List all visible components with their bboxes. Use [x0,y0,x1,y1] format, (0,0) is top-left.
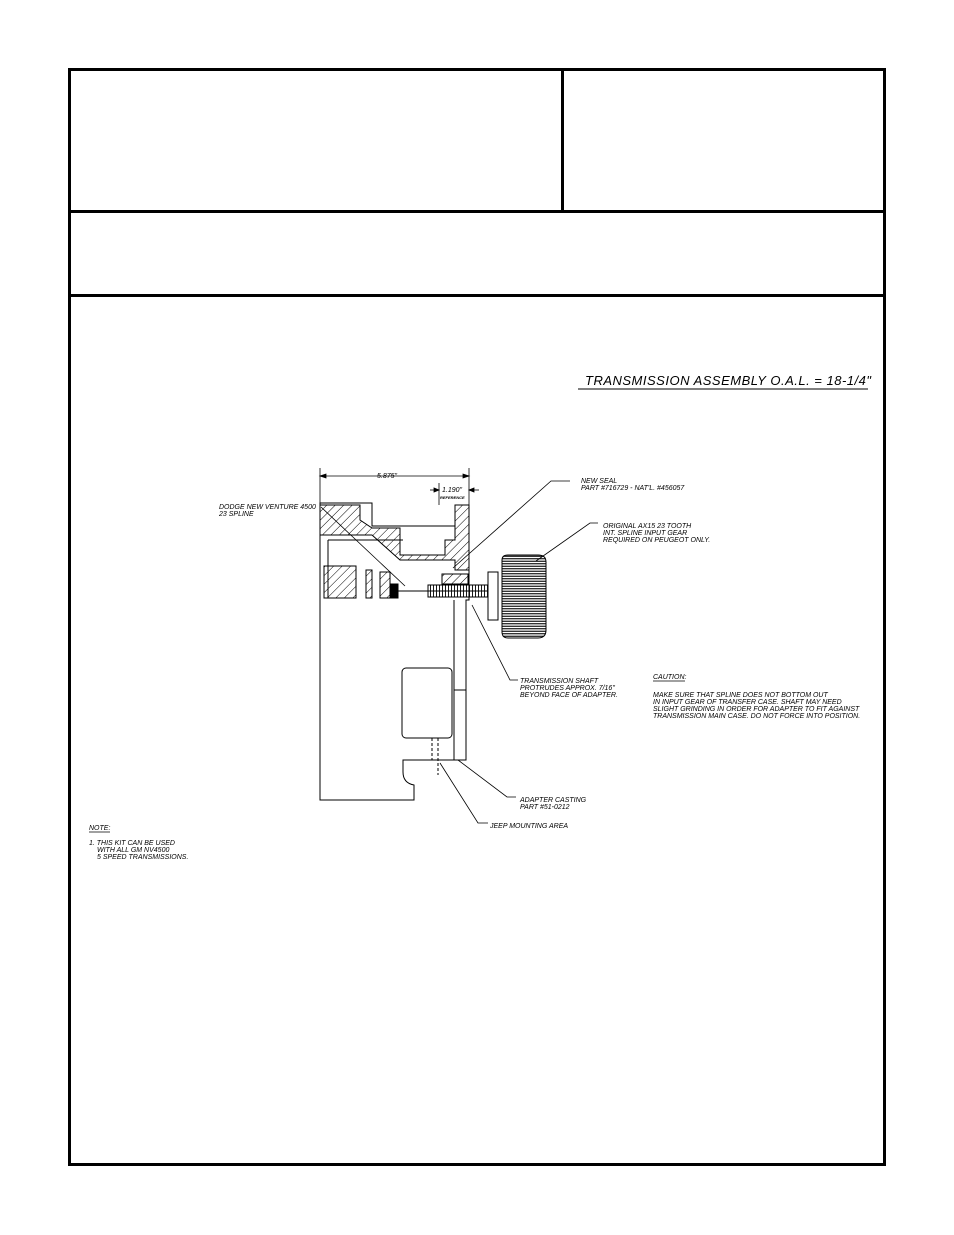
svg-text:CAUTION:: CAUTION: [653,674,687,681]
callout-transmission-shaft: TRANSMISSION SHAFT PROTRUDES APPROX. 7/1… [520,678,618,699]
section-hatching [319,504,470,599]
transmission-shaft [389,571,499,621]
dimension-reference-label: REFERENCE [440,495,465,500]
svg-text:INT. SPLINE INPUT GEAR: INT. SPLINE INPUT GEAR [603,530,687,537]
svg-text:23 SPLINE: 23 SPLINE [218,511,254,518]
svg-text:BEYOND FACE OF ADAPTER.: BEYOND FACE OF ADAPTER. [520,692,618,699]
overall-length-label: TRANSMISSION ASSEMBLY O.A.L. = 18-1/4" [585,373,872,388]
svg-text:1. THIS KIT CAN BE USED: 1. THIS KIT CAN BE USED [89,840,175,847]
svg-text:ORIGINAL AX15 23 TOOTH: ORIGINAL AX15 23 TOOTH [603,523,692,530]
svg-text:WITH ALL GM NV4500: WITH ALL GM NV4500 [97,847,169,854]
input-gear [501,554,547,639]
svg-text:PART #716729 - NAT'L. #45605: PART #716729 - NAT'L. #456057 [581,485,685,492]
svg-text:TRANSMISSION SHAFT: TRANSMISSION SHAFT [520,678,599,685]
svg-text:NOTE:: NOTE: [89,825,110,832]
svg-text:DODGE NEW VENTURE 4500: DODGE NEW VENTURE 4500 [219,504,316,511]
svg-text:REQUIRED ON PEUGEOT ONLY.: REQUIRED ON PEUGEOT ONLY. [603,537,710,544]
title-block-left [68,68,564,213]
svg-text:ADAPTER CASTING: ADAPTER CASTING [519,797,587,804]
svg-text:5 SPEED TRANSMISSIONS.: 5 SPEED TRANSMISSIONS. [97,854,188,861]
title-block-right [562,68,886,213]
callout-input-gear: ORIGINAL AX15 23 TOOTH INT. SPLINE INPUT… [603,523,710,544]
callout-adapter-casting: ADAPTER CASTING PART #51-0212 [519,797,587,811]
svg-text:NEW SEAL: NEW SEAL [581,478,617,485]
dimension-main-width [318,468,471,505]
drawing-frame [68,68,886,1166]
description-band [68,210,886,297]
svg-text:JEEP MOUNTING AREA: JEEP MOUNTING AREA [489,823,568,830]
svg-text:MAKE SURE THAT SPLINE DOES NOT: MAKE SURE THAT SPLINE DOES NOT BOTTOM OU… [653,692,828,699]
dimension-main-label: 5.875" [377,473,398,480]
caution-note: CAUTION: MAKE SURE THAT SPLINE DOES NOT … [653,674,860,720]
general-note: NOTE: 1. THIS KIT CAN BE USED WITH ALL G… [89,825,188,861]
svg-text:PROTRUDES APPROX. 7/16": PROTRUDES APPROX. 7/16" [520,685,615,692]
leader-lines [320,480,598,824]
svg-text:IN INPUT GEAR OF TRANSFER CASE: IN INPUT GEAR OF TRANSFER CASE. SHAFT MA… [653,699,842,706]
callout-new-seal: NEW SEAL PART #716729 - NAT'L. #456057 [581,478,685,492]
dimension-flange-label: 1.190" [442,487,463,494]
svg-text:PART #51-0212: PART #51-0212 [520,804,570,811]
dimension-flange-width [430,483,479,505]
svg-text:SLIGHT GRINDING IN ORDER FOR A: SLIGHT GRINDING IN ORDER FOR ADAPTER TO … [653,706,860,713]
callout-dodge: DODGE NEW VENTURE 4500 23 SPLINE [218,504,316,518]
callout-jeep-mounting: JEEP MOUNTING AREA [489,823,568,830]
svg-text:TRANSMISSION MAIN CASE. DO NOT: TRANSMISSION MAIN CASE. DO NOT FORCE INT… [653,713,860,720]
